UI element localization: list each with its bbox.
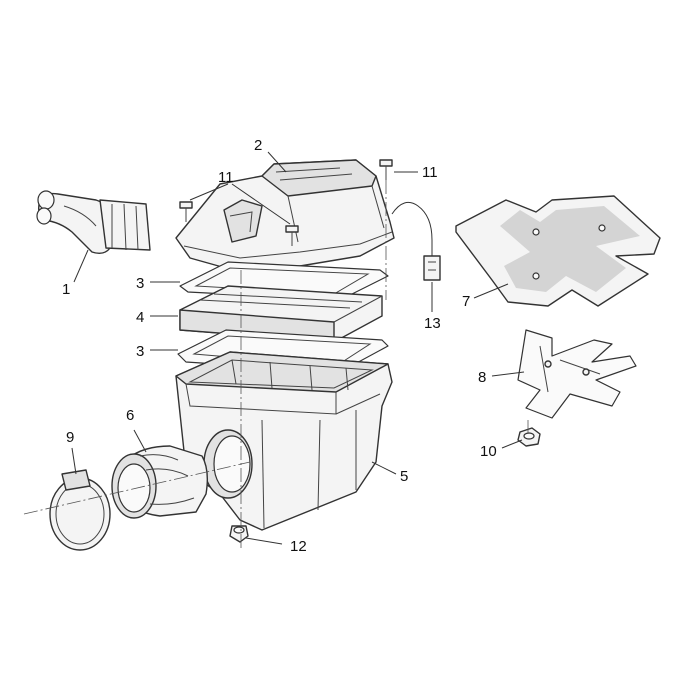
callout-11-right: 11 <box>422 164 438 181</box>
callout-labels: 1 2 3 4 3 5 6 7 8 9 10 11 11 12 13 <box>62 137 497 555</box>
callout-13: 13 <box>424 315 441 332</box>
part-10-nut <box>517 427 541 447</box>
callout-11-left: 11 <box>218 169 234 186</box>
assembly-centerlines <box>23 180 529 548</box>
part-8-mounting-bracket <box>517 329 637 419</box>
callout-3-lower: 3 <box>136 343 144 360</box>
callout-10: 10 <box>480 443 497 460</box>
part-7-heat-shield-pad <box>455 195 661 307</box>
callout-5: 5 <box>400 468 408 485</box>
part-12-drain-nut <box>229 525 249 543</box>
callout-2: 2 <box>254 137 262 154</box>
part-11-lid-screws <box>179 159 393 246</box>
callout-12: 12 <box>290 538 307 555</box>
callout-1: 1 <box>62 281 70 298</box>
callout-9: 9 <box>66 429 74 446</box>
part-13-sensor-lead <box>391 201 441 281</box>
callout-3-upper: 3 <box>136 275 144 292</box>
part-9-hose-clamp <box>49 469 111 551</box>
callout-7: 7 <box>462 293 470 310</box>
part-2-airbox-lid <box>175 159 395 273</box>
part-1-intake-duct <box>36 190 151 255</box>
callout-8: 8 <box>478 369 486 386</box>
part-6-intake-boot <box>111 445 209 519</box>
callout-6: 6 <box>126 407 134 424</box>
leader-lines <box>71 151 525 545</box>
callout-4: 4 <box>136 309 144 326</box>
part-5-airbox-base <box>175 351 393 531</box>
